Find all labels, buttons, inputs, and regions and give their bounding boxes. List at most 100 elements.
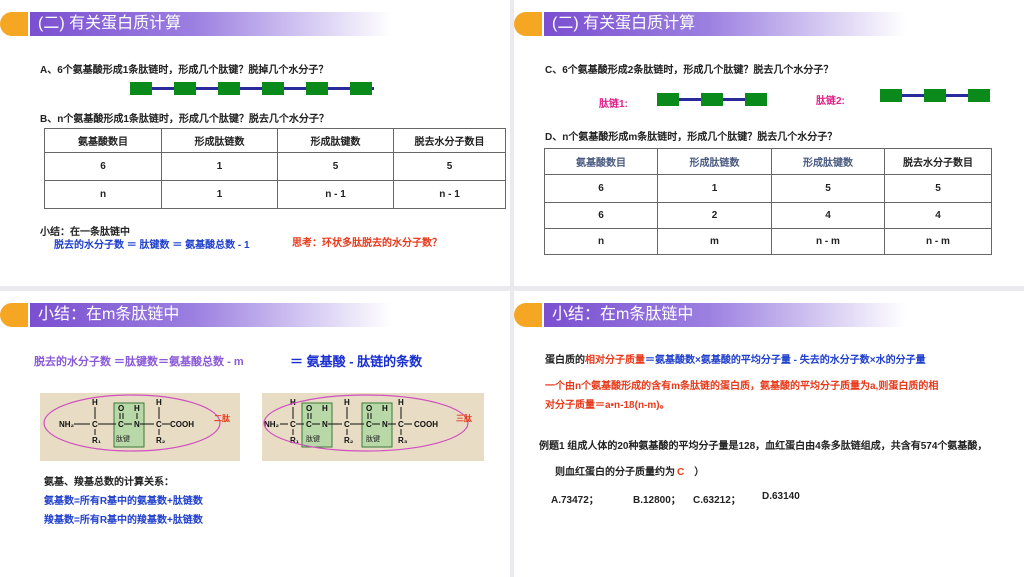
header-tab-decoration <box>514 303 542 327</box>
example-line2-prefix: 则血红蛋白的分子质量约为 <box>555 467 675 478</box>
table-header-cell: 氨基酸数目 <box>44 128 162 153</box>
slide-header: 小结：在m条肽链中 <box>0 303 392 327</box>
bond-label: 肽键 <box>366 434 380 443</box>
table-cell: 1 <box>161 180 278 209</box>
table-header-cell: 脱去水分子数目 <box>884 148 992 175</box>
svg-text:COOH: COOH <box>170 420 194 429</box>
think-question: 思考：环状多肽脱去的水分子数？ <box>292 238 442 249</box>
svg-text:O: O <box>306 404 312 413</box>
table-cell: n <box>544 228 658 255</box>
table-header-cell: 氨基酸数目 <box>544 148 658 175</box>
svg-text:COOH: COOH <box>414 420 438 429</box>
option-a: A.73472； <box>551 495 599 506</box>
svg-text:R₁: R₁ <box>92 436 102 445</box>
svg-text:C: C <box>366 420 372 429</box>
table-row: 6 2 4 4 <box>544 202 992 229</box>
table-cell: m <box>657 228 772 255</box>
molecular-weight-formula: 蛋白质的相对分子质量＝氨基酸数×氨基酸的平均分子量 - 失去的水分子数×水的分子… <box>545 351 926 366</box>
slide-header: (二) 有关蛋白质计算 <box>0 12 392 36</box>
svg-text:H: H <box>398 398 404 407</box>
peptide-bond-highlight <box>113 402 145 448</box>
table-cell: n <box>44 180 162 209</box>
svg-text:R₂: R₂ <box>156 436 166 445</box>
table-cell: 5 <box>277 152 394 181</box>
svg-text:R₂: R₂ <box>344 436 354 445</box>
header-bar <box>544 303 906 327</box>
amino-acid-block <box>350 82 372 95</box>
peptide-chain-diagram <box>130 82 374 96</box>
table-header-cell: 脱去水分子数目 <box>393 128 506 153</box>
svg-text:NH₂: NH₂ <box>59 420 75 429</box>
table-cell: 6 <box>44 152 162 181</box>
slide-1: (二) 有关蛋白质计算 A、6个氨基酸形成1条肽链时，形成几个肽键？脱掉几个水分… <box>0 0 510 286</box>
svg-text:N: N <box>322 420 328 429</box>
table-cell: 4 <box>771 202 885 229</box>
amino-acid-block <box>880 89 902 102</box>
example-line2-suffix: ） <box>694 467 705 478</box>
peptide-bond-highlight <box>361 402 393 448</box>
slide-4: 小结：在m条肽链中 蛋白质的相对分子质量＝氨基酸数×氨基酸的平均分子量 - 失去… <box>514 291 1024 577</box>
table-cell: 5 <box>884 174 992 203</box>
amino-acid-block <box>174 82 196 95</box>
example-line1: 例题1 组成人体的20种氨基酸的平均分子量是128，血红蛋白由4条多肽链组成，共… <box>539 441 988 452</box>
header-tab-decoration <box>0 303 28 327</box>
table-header-row: 氨基酸数目 形成肽链数 形成肽键数 脱去水分子数目 <box>44 128 506 153</box>
svg-text:C: C <box>156 420 162 429</box>
chain-line <box>130 87 374 90</box>
table-header-cell: 形成肽键数 <box>277 128 394 153</box>
question-c: C、6个氨基酸形成2条肽链时，形成几个肽键？脱去几个水分子？ <box>545 65 834 76</box>
amino-acid-block <box>218 82 240 95</box>
svg-text:H: H <box>134 404 140 413</box>
formula-right: ＝ 氨基酸 - 肽链的条数 <box>290 354 423 369</box>
svg-text:H: H <box>290 398 296 407</box>
answer-mark: C <box>677 467 685 478</box>
amino-acid-block <box>968 89 990 102</box>
svg-text:C: C <box>92 420 98 429</box>
amino-acid-block <box>745 93 767 106</box>
svg-text:H: H <box>92 398 98 407</box>
svg-text:H: H <box>322 404 328 413</box>
option-c: C.63212； <box>693 495 741 506</box>
option-b: B.12800； <box>633 495 681 506</box>
mw-rest: ＝氨基酸数×氨基酸的平均分子量 - 失去的水分子数×水的分子量 <box>645 355 926 366</box>
table-cell: 4 <box>884 202 992 229</box>
amino-acid-block <box>130 82 152 95</box>
slide-title: (二) 有关蛋白质计算 <box>38 15 182 32</box>
peptide-chain-1 <box>657 93 767 107</box>
data-table: 氨基酸数目 形成肽链数 形成肽键数 脱去水分子数目 6 1 5 5 6 2 4 … <box>544 148 992 255</box>
amino-acid-block <box>701 93 723 106</box>
svg-text:NH₂: NH₂ <box>264 420 280 429</box>
table-cell: 5 <box>393 152 506 181</box>
table-cell: 2 <box>657 202 772 229</box>
table-header-cell: 形成肽链数 <box>161 128 278 153</box>
svg-text:H: H <box>156 398 162 407</box>
svg-text:C: C <box>290 420 296 429</box>
svg-text:N: N <box>382 420 388 429</box>
svg-text:N: N <box>134 420 140 429</box>
table-row: 6 1 5 5 <box>544 174 992 203</box>
amino-acid-block <box>262 82 284 95</box>
question-d: D、n个氨基酸形成m条肽链时，形成几个肽键？脱去几个水分子？ <box>545 132 838 143</box>
slide-header: (二) 有关蛋白质计算 <box>514 12 906 36</box>
svg-text:H: H <box>382 404 388 413</box>
amino-acid-block <box>306 82 328 95</box>
slide-2: (二) 有关蛋白质计算 C、6个氨基酸形成2条肽链时，形成几个肽键？脱去几个水分… <box>514 0 1024 286</box>
svg-text:R₃: R₃ <box>398 436 408 445</box>
table-cell: n - m <box>771 228 885 255</box>
table-header-cell: 形成肽链数 <box>657 148 772 175</box>
peptide-chain-2 <box>880 89 990 103</box>
amino-rule: 氨基数=所有R基中的氨基数+肽链数 <box>44 496 203 507</box>
summary-formula: 脱去的水分子数 ＝ 肽键数 ＝ 氨基酸总数 - 1 <box>54 240 250 251</box>
table-header-cell: 形成肽键数 <box>771 148 885 175</box>
svg-text:C: C <box>344 420 350 429</box>
general-formula-line2: 对分子质量＝a•n-18(n-m)。 <box>545 400 670 411</box>
svg-text:C: C <box>398 420 404 429</box>
bond-label: 肽键 <box>306 434 320 443</box>
carboxyl-rule: 羧基数=所有R基中的羧基数+肽链数 <box>44 515 203 526</box>
molecule-ellipse <box>263 394 469 452</box>
general-formula-line1: 一个由n个氨基酸形成的含有m条肽链的蛋白质，氨基酸的平均分子质量为a,则蛋白质的… <box>545 381 939 392</box>
peptide-bond-highlight <box>301 402 333 448</box>
chain1-label: 肽链1: <box>599 99 628 110</box>
option-d: D.63140 <box>762 491 800 502</box>
